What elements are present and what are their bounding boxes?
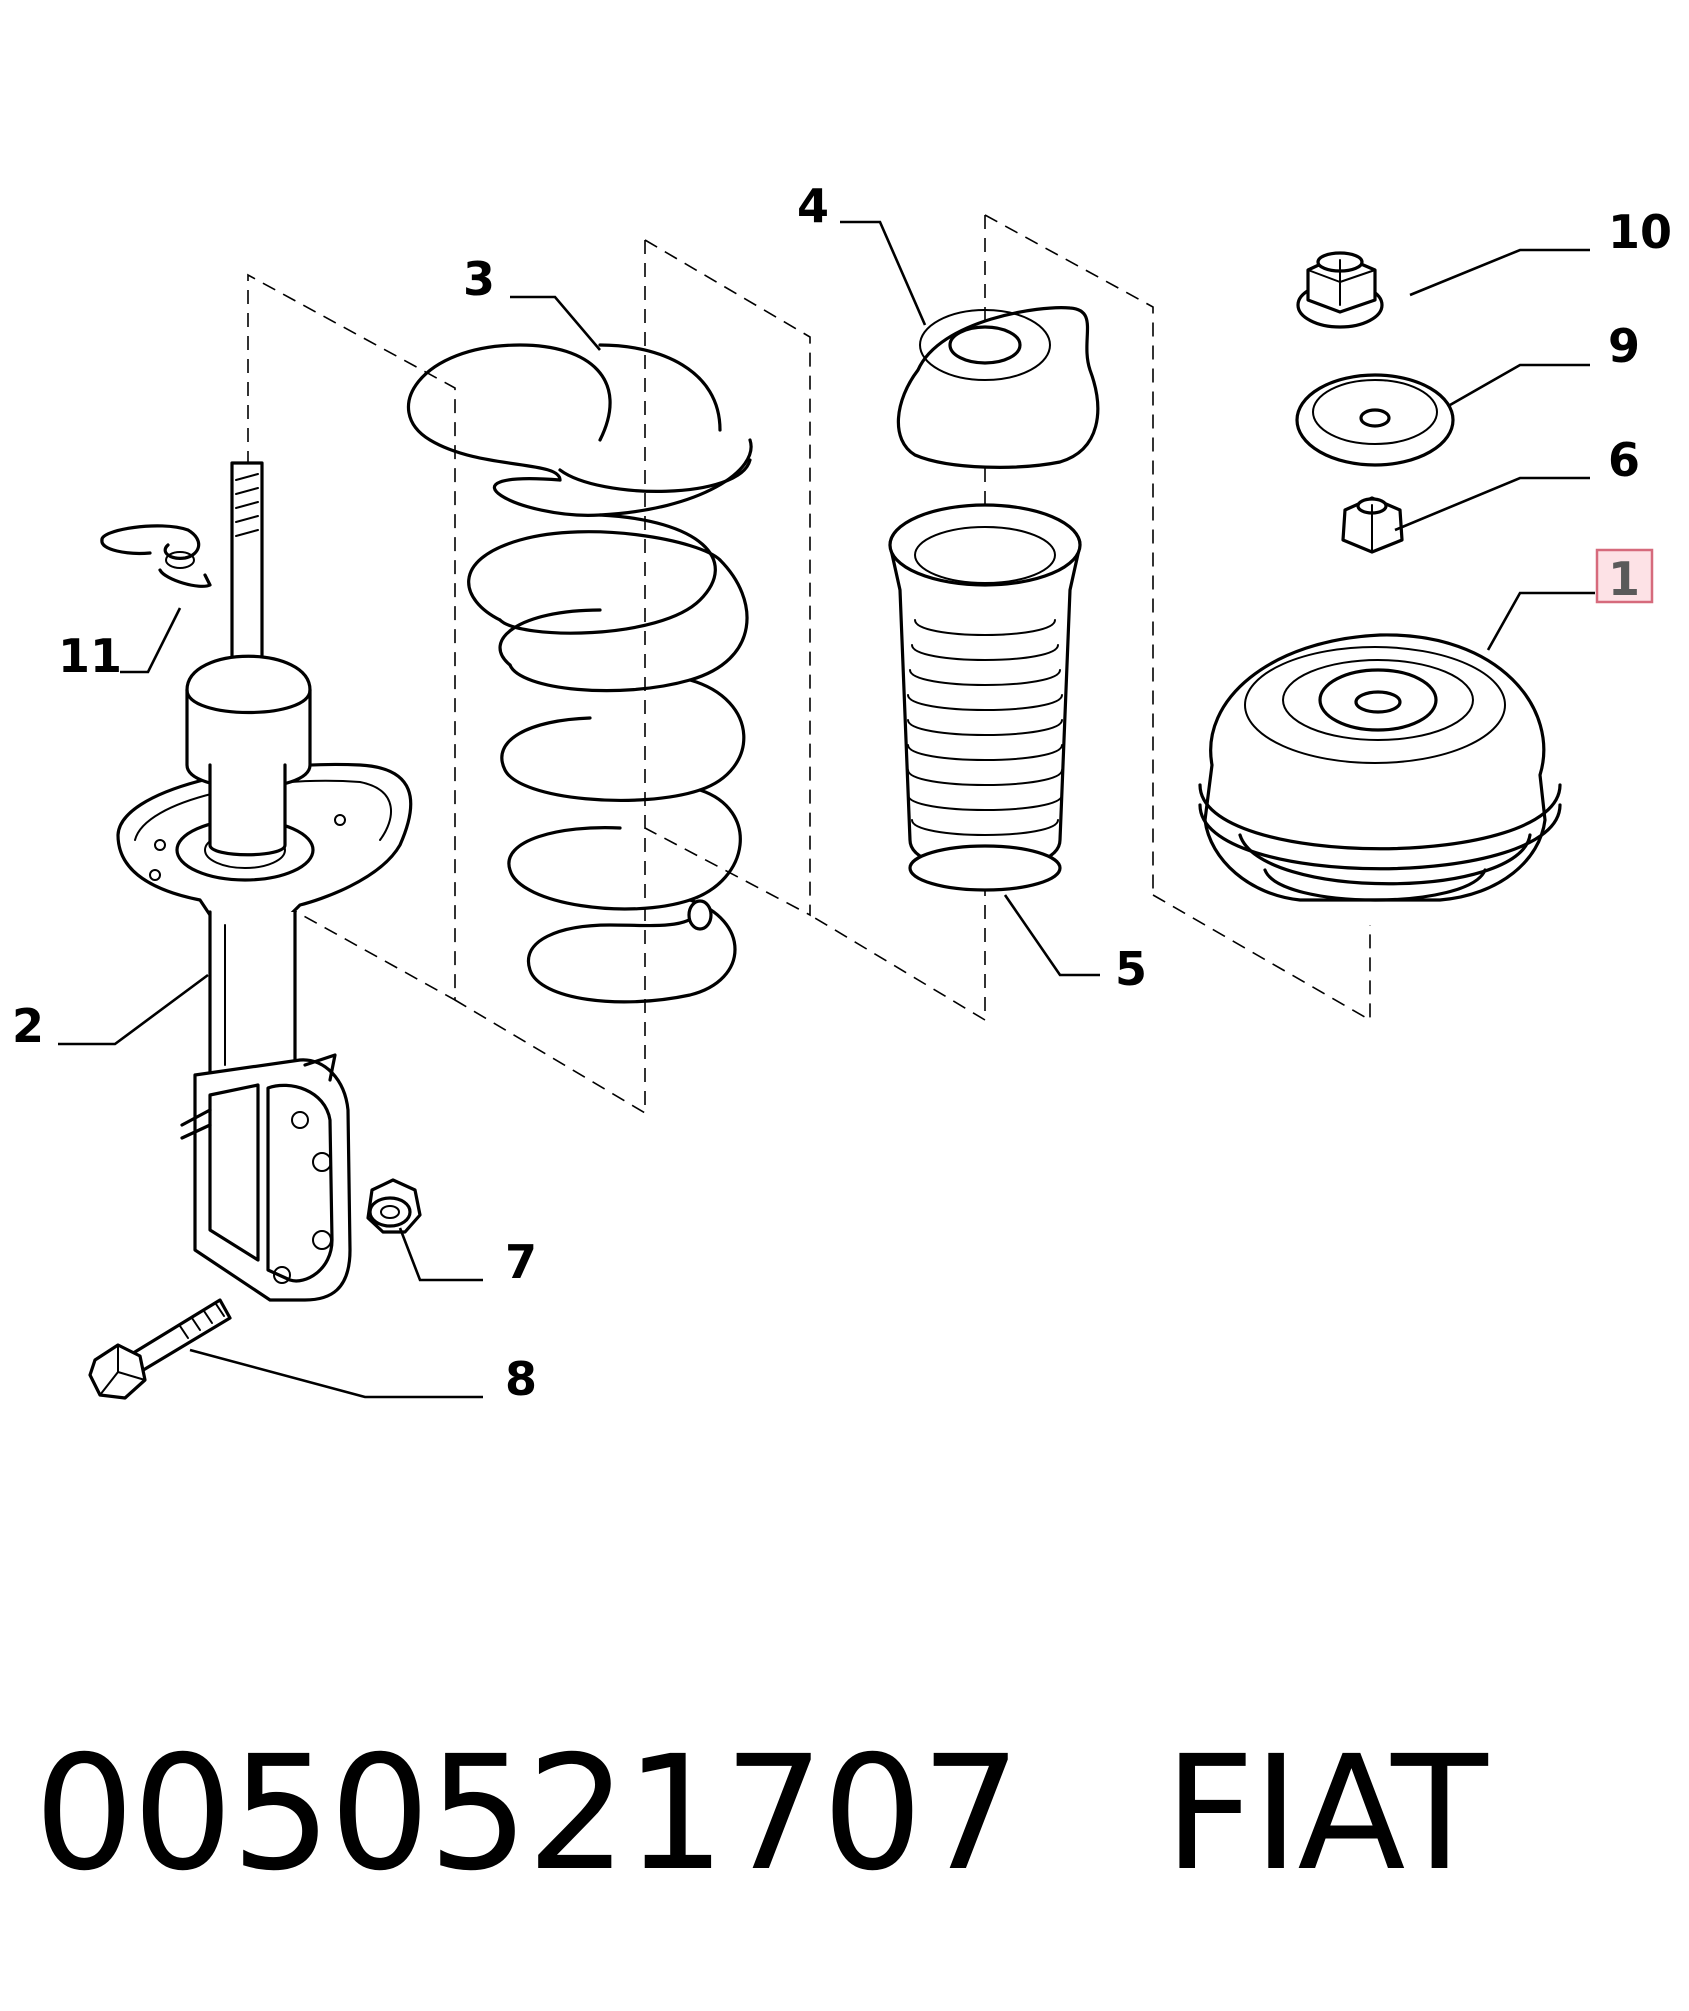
washer[interactable] [1295,373,1455,467]
dust-boot[interactable] [888,503,1082,892]
brand-name: FIAT [1163,1722,1488,1906]
label-7: 7 [505,1235,537,1289]
shock-absorber-strut[interactable] [116,461,413,1302]
top-strut-mount[interactable] [1198,633,1562,902]
label-3: 3 [463,252,495,306]
label-11: 11 [58,629,122,683]
label-1-highlighted: 1 [1608,552,1640,606]
label-4: 4 [797,179,829,233]
leader-lines [58,220,1595,1399]
label-6: 6 [1608,433,1640,487]
label-9: 9 [1608,319,1640,373]
label-2: 2 [12,999,44,1053]
part-number-caption: 0050521707 FIAT [34,1735,1488,1893]
top-flange-nut[interactable] [1296,251,1384,329]
clip[interactable] [100,524,212,588]
bolt[interactable] [88,1298,232,1400]
assembly-guide-lines [247,214,1371,1115]
label-10: 10 [1608,205,1672,259]
nut[interactable] [1341,496,1404,554]
part-labels: 3 4 5 10 9 6 2 7 8 11 1 [12,179,1672,1406]
highlight-box [1595,548,1654,604]
label-5: 5 [1115,942,1147,996]
flange-nut[interactable] [366,1178,422,1234]
bump-stop-cap[interactable] [896,306,1100,469]
part-number: 0050521707 [34,1722,1021,1906]
coil-spring[interactable] [406,343,753,1004]
label-8: 8 [505,1352,537,1406]
